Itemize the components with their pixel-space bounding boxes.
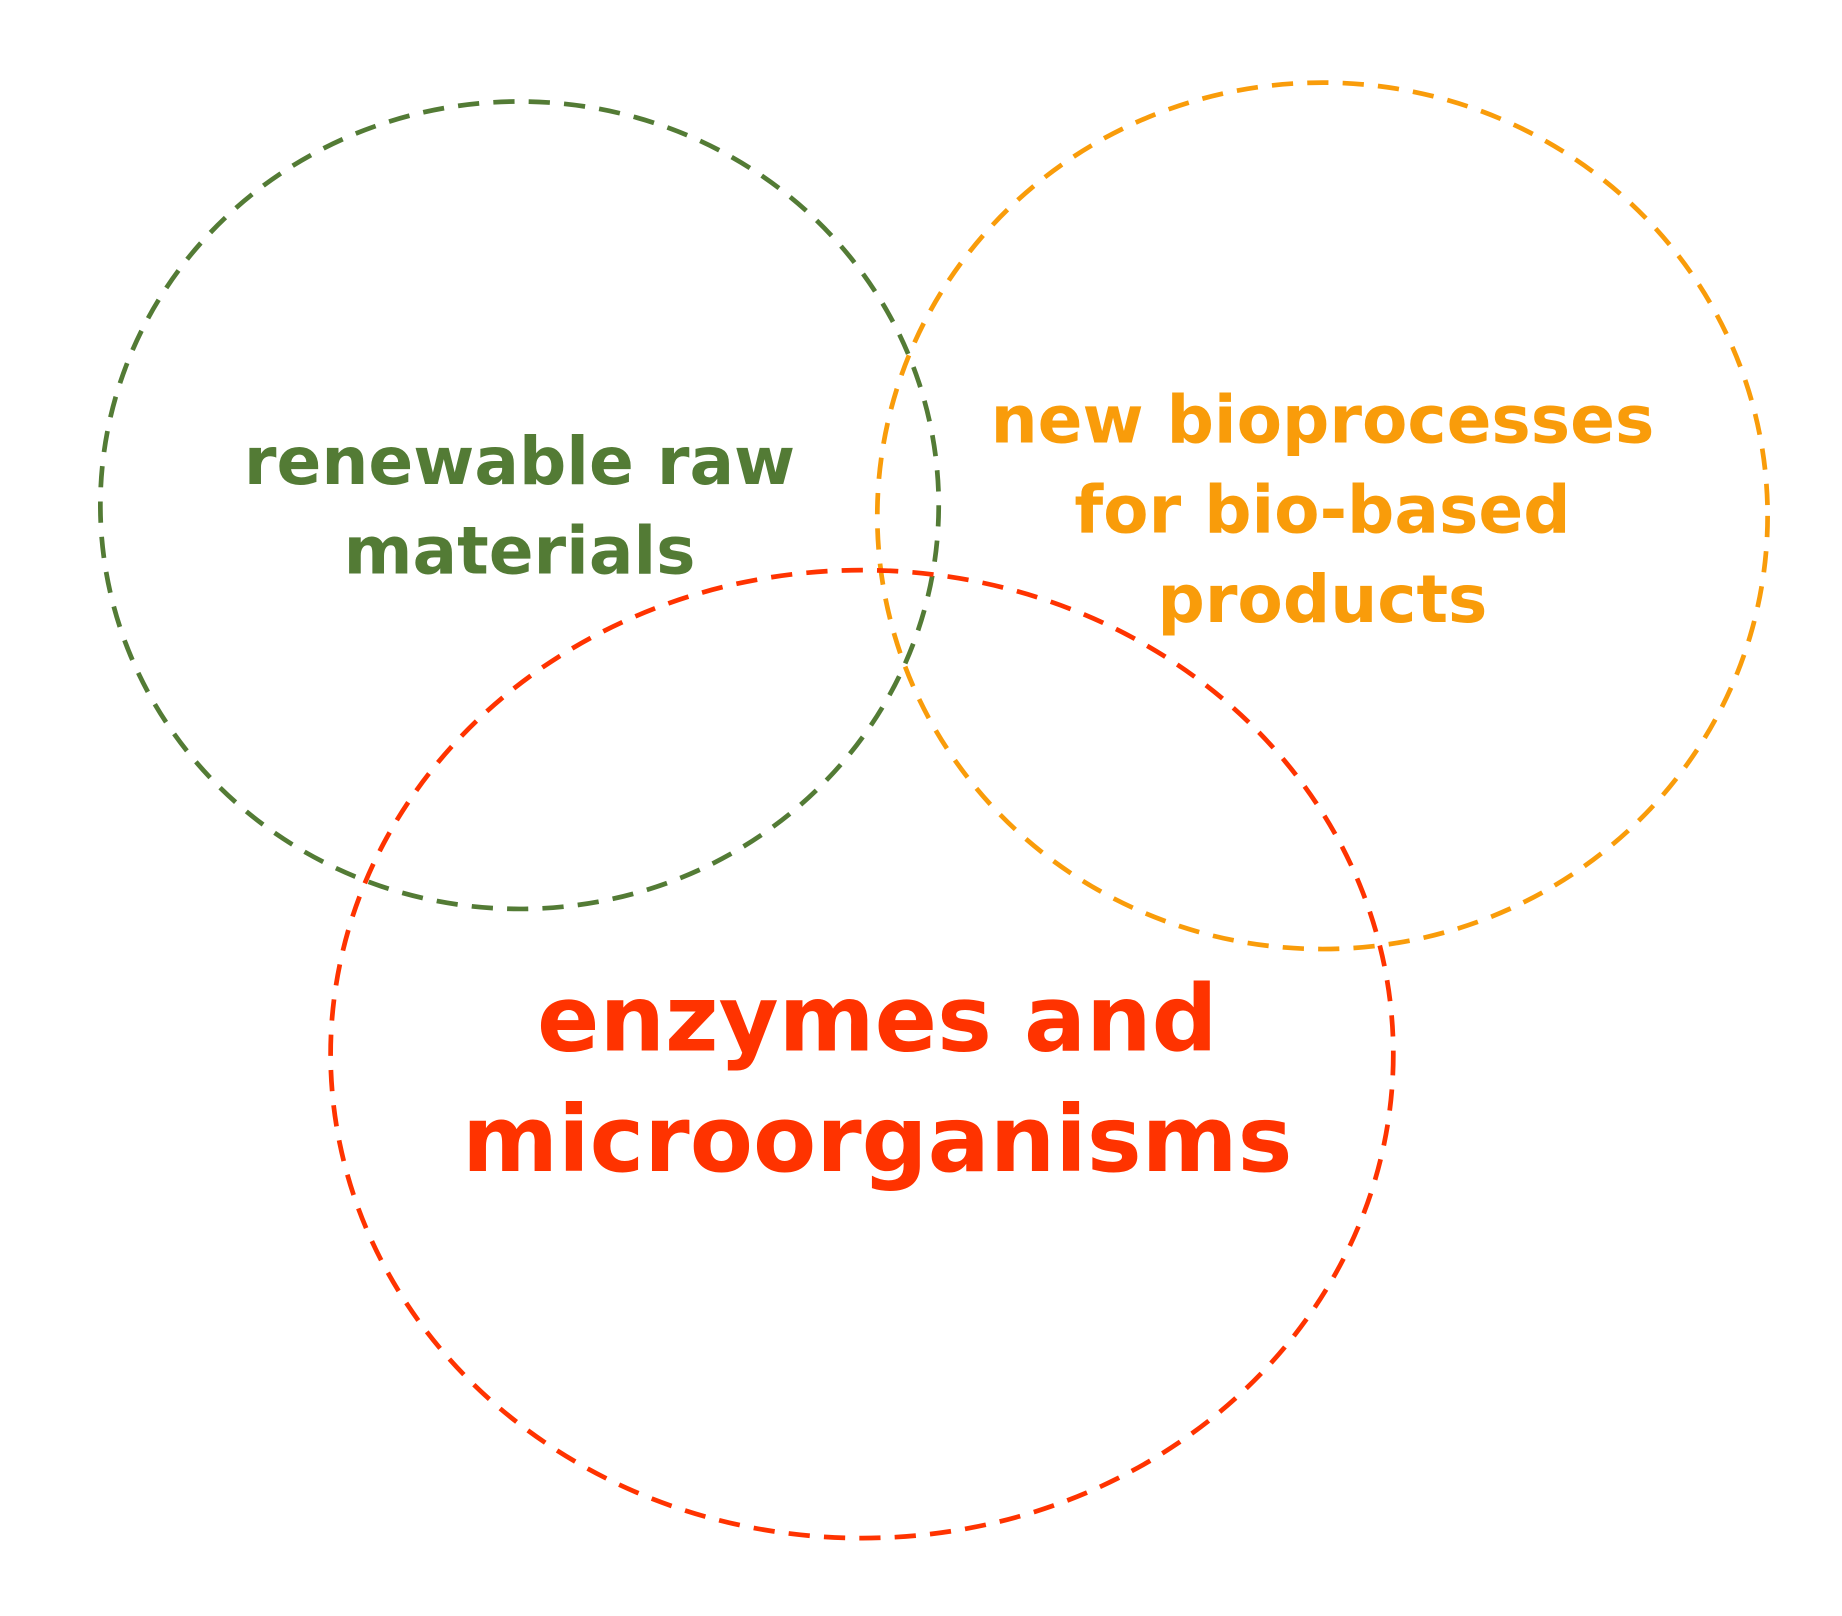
bioprocesses-label: new bioprocesses for bio-based products (991, 382, 1655, 638)
bioprocesses-label-line: products (1157, 561, 1487, 638)
bioprocesses-label-line: new bioprocesses (991, 382, 1655, 459)
bioprocesses-circle (874, 80, 1770, 952)
enzymes-circle (328, 567, 1396, 1541)
raw-materials-label-line: renewable raw (244, 423, 795, 500)
bioprocesses-label-line: for bio-based (1074, 471, 1570, 548)
raw-materials-label: renewable raw materials (244, 423, 795, 590)
raw-materials-label-line: materials (344, 513, 696, 590)
enzymes-label-line: enzymes and (537, 966, 1218, 1073)
enzymes-label-line: microorganisms (462, 1086, 1292, 1193)
enzymes-label: enzymes and microorganisms (462, 966, 1292, 1193)
raw-materials-circle (98, 99, 942, 912)
